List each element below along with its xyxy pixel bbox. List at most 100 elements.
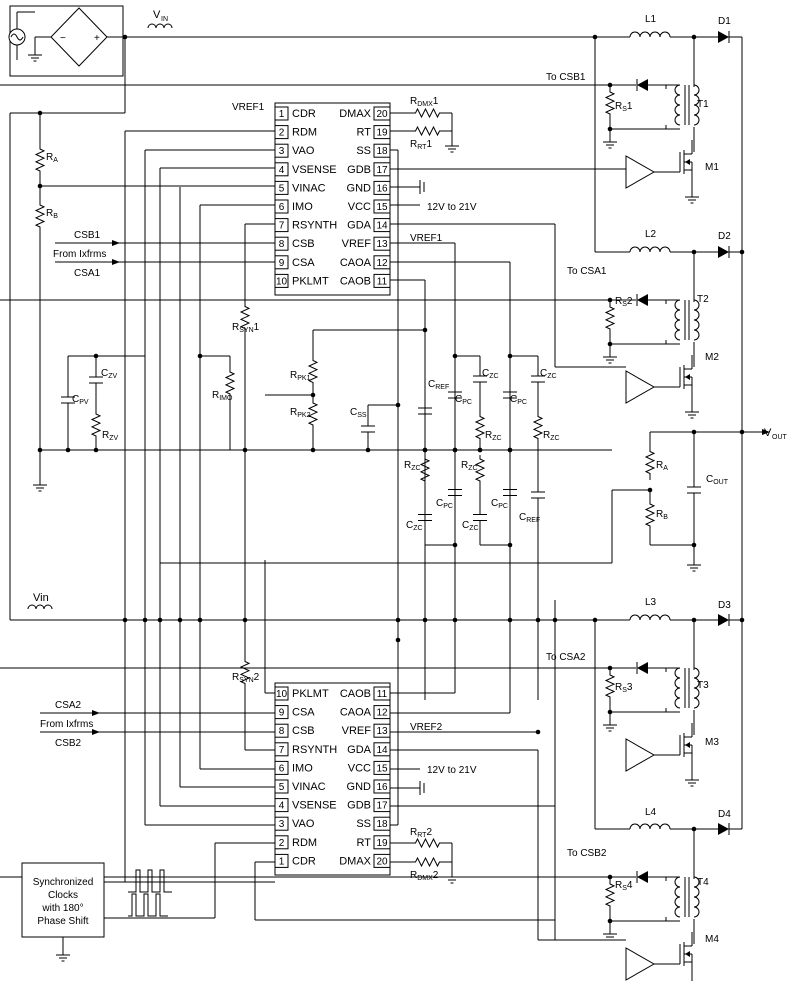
cpc-b-label: CPC bbox=[510, 394, 527, 406]
pin-name: PKLMT bbox=[292, 275, 329, 287]
pin-name: GND bbox=[347, 182, 372, 194]
pin-name: GND bbox=[347, 781, 372, 793]
svg-text:CREF: CREF bbox=[428, 379, 449, 391]
pin-name: CDR bbox=[292, 108, 316, 120]
current-transformer-4 bbox=[674, 876, 700, 918]
junction-dot bbox=[477, 447, 483, 453]
m1-label: M1 bbox=[705, 162, 719, 173]
d3-label: D3 bbox=[718, 600, 731, 611]
rs1-label: RS1 bbox=[615, 101, 633, 113]
m4-label: M4 bbox=[705, 934, 719, 945]
ground-symbol bbox=[445, 141, 459, 153]
svg-text:D1: D1 bbox=[718, 16, 731, 27]
pin-number: 2 bbox=[279, 128, 285, 139]
pin-name: CAOB bbox=[340, 275, 371, 287]
input-divider-ra bbox=[34, 145, 46, 175]
sense-resistor-4 bbox=[604, 877, 616, 913]
pin-number: 7 bbox=[279, 221, 285, 232]
l2-label: L2 bbox=[645, 229, 657, 240]
svg-text:D4: D4 bbox=[718, 809, 731, 820]
pin-number: 2 bbox=[279, 838, 285, 849]
pin-name: CAOA bbox=[340, 257, 372, 269]
pin-number: 11 bbox=[377, 276, 388, 287]
rzc-b-label: RZC bbox=[543, 430, 560, 442]
junction-dot bbox=[422, 327, 428, 333]
pin-box bbox=[373, 255, 391, 270]
czv-label: CZV bbox=[101, 368, 118, 380]
l3-label: L3 bbox=[645, 597, 657, 608]
ground-symbol bbox=[603, 720, 617, 732]
pin-number: 3 bbox=[279, 819, 285, 830]
pin-box bbox=[373, 779, 391, 794]
pin-name: DMAX bbox=[339, 108, 371, 120]
pin-box bbox=[274, 125, 289, 140]
junction-dot bbox=[592, 34, 598, 40]
sense-resistor-2 bbox=[604, 300, 616, 336]
ground-symbol bbox=[685, 192, 699, 204]
pin-name: DMAX bbox=[339, 855, 371, 867]
boost-diode-2 bbox=[718, 246, 730, 258]
pin-box bbox=[274, 798, 289, 813]
res-rt-2 bbox=[410, 837, 445, 849]
d2-label: D2 bbox=[718, 231, 731, 242]
svg-text:CPC: CPC bbox=[436, 498, 453, 510]
svg-text:M4: M4 bbox=[705, 934, 719, 945]
ground-symbol bbox=[445, 872, 459, 884]
pin-number: 15 bbox=[376, 763, 388, 774]
vref1-label: VREF1 bbox=[232, 102, 265, 113]
junction-dot bbox=[592, 617, 598, 623]
rb-out-label: RB bbox=[656, 509, 668, 521]
pin-box bbox=[373, 742, 391, 757]
pin-box bbox=[274, 760, 289, 775]
vref2-out-label: VREF2 bbox=[410, 722, 443, 733]
svg-text:CSS: CSS bbox=[350, 407, 367, 419]
output-divider-rb bbox=[644, 490, 656, 540]
res-pk-1 bbox=[307, 355, 319, 388]
pin-box bbox=[274, 199, 289, 214]
svg-text:RZC: RZC bbox=[543, 430, 560, 442]
ac-input-box bbox=[9, 5, 124, 77]
junction-dot bbox=[452, 617, 458, 623]
pin-box bbox=[274, 273, 289, 288]
svg-text:with 180°: with 180° bbox=[41, 903, 83, 914]
l1-label: L1 bbox=[645, 14, 657, 25]
svg-text:RA: RA bbox=[46, 152, 58, 164]
svg-text:T1: T1 bbox=[697, 99, 709, 110]
pin-box bbox=[274, 106, 289, 121]
svg-text:CZV: CZV bbox=[101, 368, 118, 380]
vin-top-label: V bbox=[153, 9, 161, 21]
pin-name: CSA bbox=[292, 707, 315, 719]
svg-text:RSYN1: RSYN1 bbox=[232, 322, 260, 334]
svg-text:CZC: CZC bbox=[406, 520, 423, 532]
rs4-label: RS4 bbox=[615, 880, 633, 892]
boost-inductor-3 bbox=[629, 614, 671, 621]
pin-box bbox=[274, 816, 289, 831]
pin-number: 10 bbox=[276, 276, 288, 287]
sense-diode-3 bbox=[636, 662, 648, 674]
pin-box bbox=[274, 218, 289, 233]
junction-dot bbox=[507, 542, 513, 548]
pin-name: CAOB bbox=[340, 688, 371, 700]
rrt2-label: RRT2 bbox=[410, 827, 432, 839]
pin-name: VAO bbox=[292, 145, 315, 157]
pin-name: RDM bbox=[292, 127, 317, 139]
cref1-label: CREF bbox=[428, 379, 449, 391]
czc-b-label: CZC bbox=[540, 368, 557, 380]
cap-pc-b bbox=[503, 380, 517, 410]
pin-name: RT bbox=[357, 127, 372, 139]
pin-number: 12 bbox=[376, 258, 388, 269]
pin-box bbox=[274, 779, 289, 794]
junction-dot bbox=[365, 447, 371, 453]
junction-dot bbox=[177, 617, 183, 623]
pin-number: 6 bbox=[279, 202, 285, 213]
pin-number: 16 bbox=[376, 183, 388, 194]
junction-dot bbox=[739, 617, 745, 623]
junction-dot bbox=[535, 729, 541, 735]
arrow-icon bbox=[762, 429, 770, 435]
t2-label: T2 bbox=[697, 294, 709, 305]
res-dmax-1 bbox=[410, 107, 445, 119]
junction-dot bbox=[507, 617, 513, 623]
svg-text:D2: D2 bbox=[718, 231, 731, 242]
rs2-label: RS2 bbox=[615, 296, 633, 308]
